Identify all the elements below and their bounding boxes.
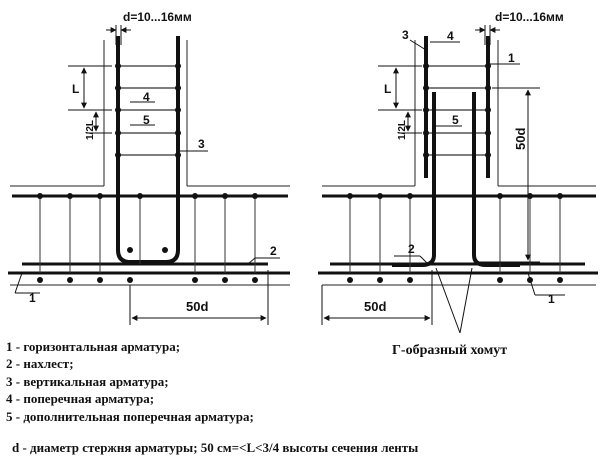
callout-1-left: 1 bbox=[29, 291, 36, 305]
lap-length-label-left: 50d bbox=[186, 299, 208, 314]
callout-5-left: 5 bbox=[143, 113, 150, 127]
callout-1-right-upper: 1 bbox=[508, 51, 515, 65]
legend-item-2: 2 - нахлест; bbox=[6, 356, 74, 372]
right-diagram: d=10...16мм L 1/2L 50d 3 4 1 5 2 1 bbox=[318, 10, 598, 334]
lap-length-label-right: 50d bbox=[364, 299, 386, 314]
half-L-label-right: 1/2L bbox=[397, 120, 408, 140]
lap-length-vertical-label: 50d bbox=[513, 128, 528, 150]
L-label-right: L bbox=[384, 82, 391, 96]
legend-item-5: 5 - дополнительная поперечная арматура; bbox=[6, 408, 254, 424]
l-stirrup-caption: Г-образный хомут bbox=[392, 343, 508, 358]
legend-item-1: 1 - горизонтальная арматура; bbox=[6, 339, 181, 354]
callout-3-left: 3 bbox=[198, 137, 205, 151]
legend-item-4: 4 - поперечная арматура; bbox=[6, 391, 155, 407]
diameter-label-left: d=10...16мм bbox=[123, 10, 192, 24]
callout-2-right: 2 bbox=[408, 242, 415, 256]
callout-1-right-lower: 1 bbox=[548, 292, 555, 306]
L-label-left: L bbox=[72, 82, 79, 96]
callout-2-left: 2 bbox=[270, 244, 277, 258]
callout-3-right: 3 bbox=[402, 28, 409, 42]
half-L-label-left: 1/2L bbox=[85, 120, 96, 140]
diameter-label-right: d=10...16мм bbox=[495, 10, 564, 24]
callout-4-right: 4 bbox=[447, 29, 454, 43]
footnote: d - диаметр стержня арматуры; 50 см=<L<3… bbox=[12, 440, 419, 455]
left-diagram: d=10...16мм L 1/2L 4 5 3 2 1 50d bbox=[8, 10, 290, 325]
legend: 1 - горизонтальная арматура; 2 - нахлест… bbox=[6, 338, 254, 425]
callout-4-left: 4 bbox=[143, 90, 150, 104]
legend-item-3: 3 - вертикальная арматура; bbox=[6, 373, 169, 389]
callout-5-right: 5 bbox=[452, 113, 459, 127]
